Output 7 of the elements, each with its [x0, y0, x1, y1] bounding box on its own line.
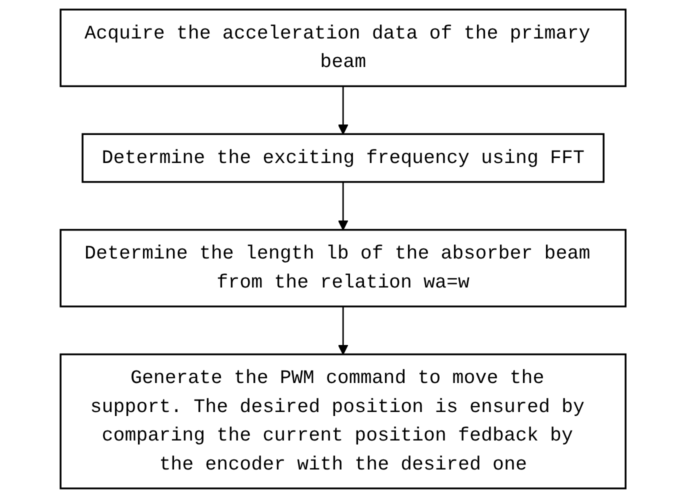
- arrow: [338, 86, 349, 135]
- node-box: Acquire the acceleration data of the primary beam: [60, 8, 627, 88]
- node-box: Determine the exciting frequency using FFT: [82, 133, 605, 183]
- arrow: [338, 306, 349, 355]
- node-box: Determine the length lb of the absorber beam from the relation wa=w: [60, 228, 627, 308]
- node-box: Generate the PWM command to move the support. The desired position is ensured by comparing the current position fedback by the encoder with the desired one: [60, 353, 627, 490]
- arrow: [338, 182, 349, 230]
